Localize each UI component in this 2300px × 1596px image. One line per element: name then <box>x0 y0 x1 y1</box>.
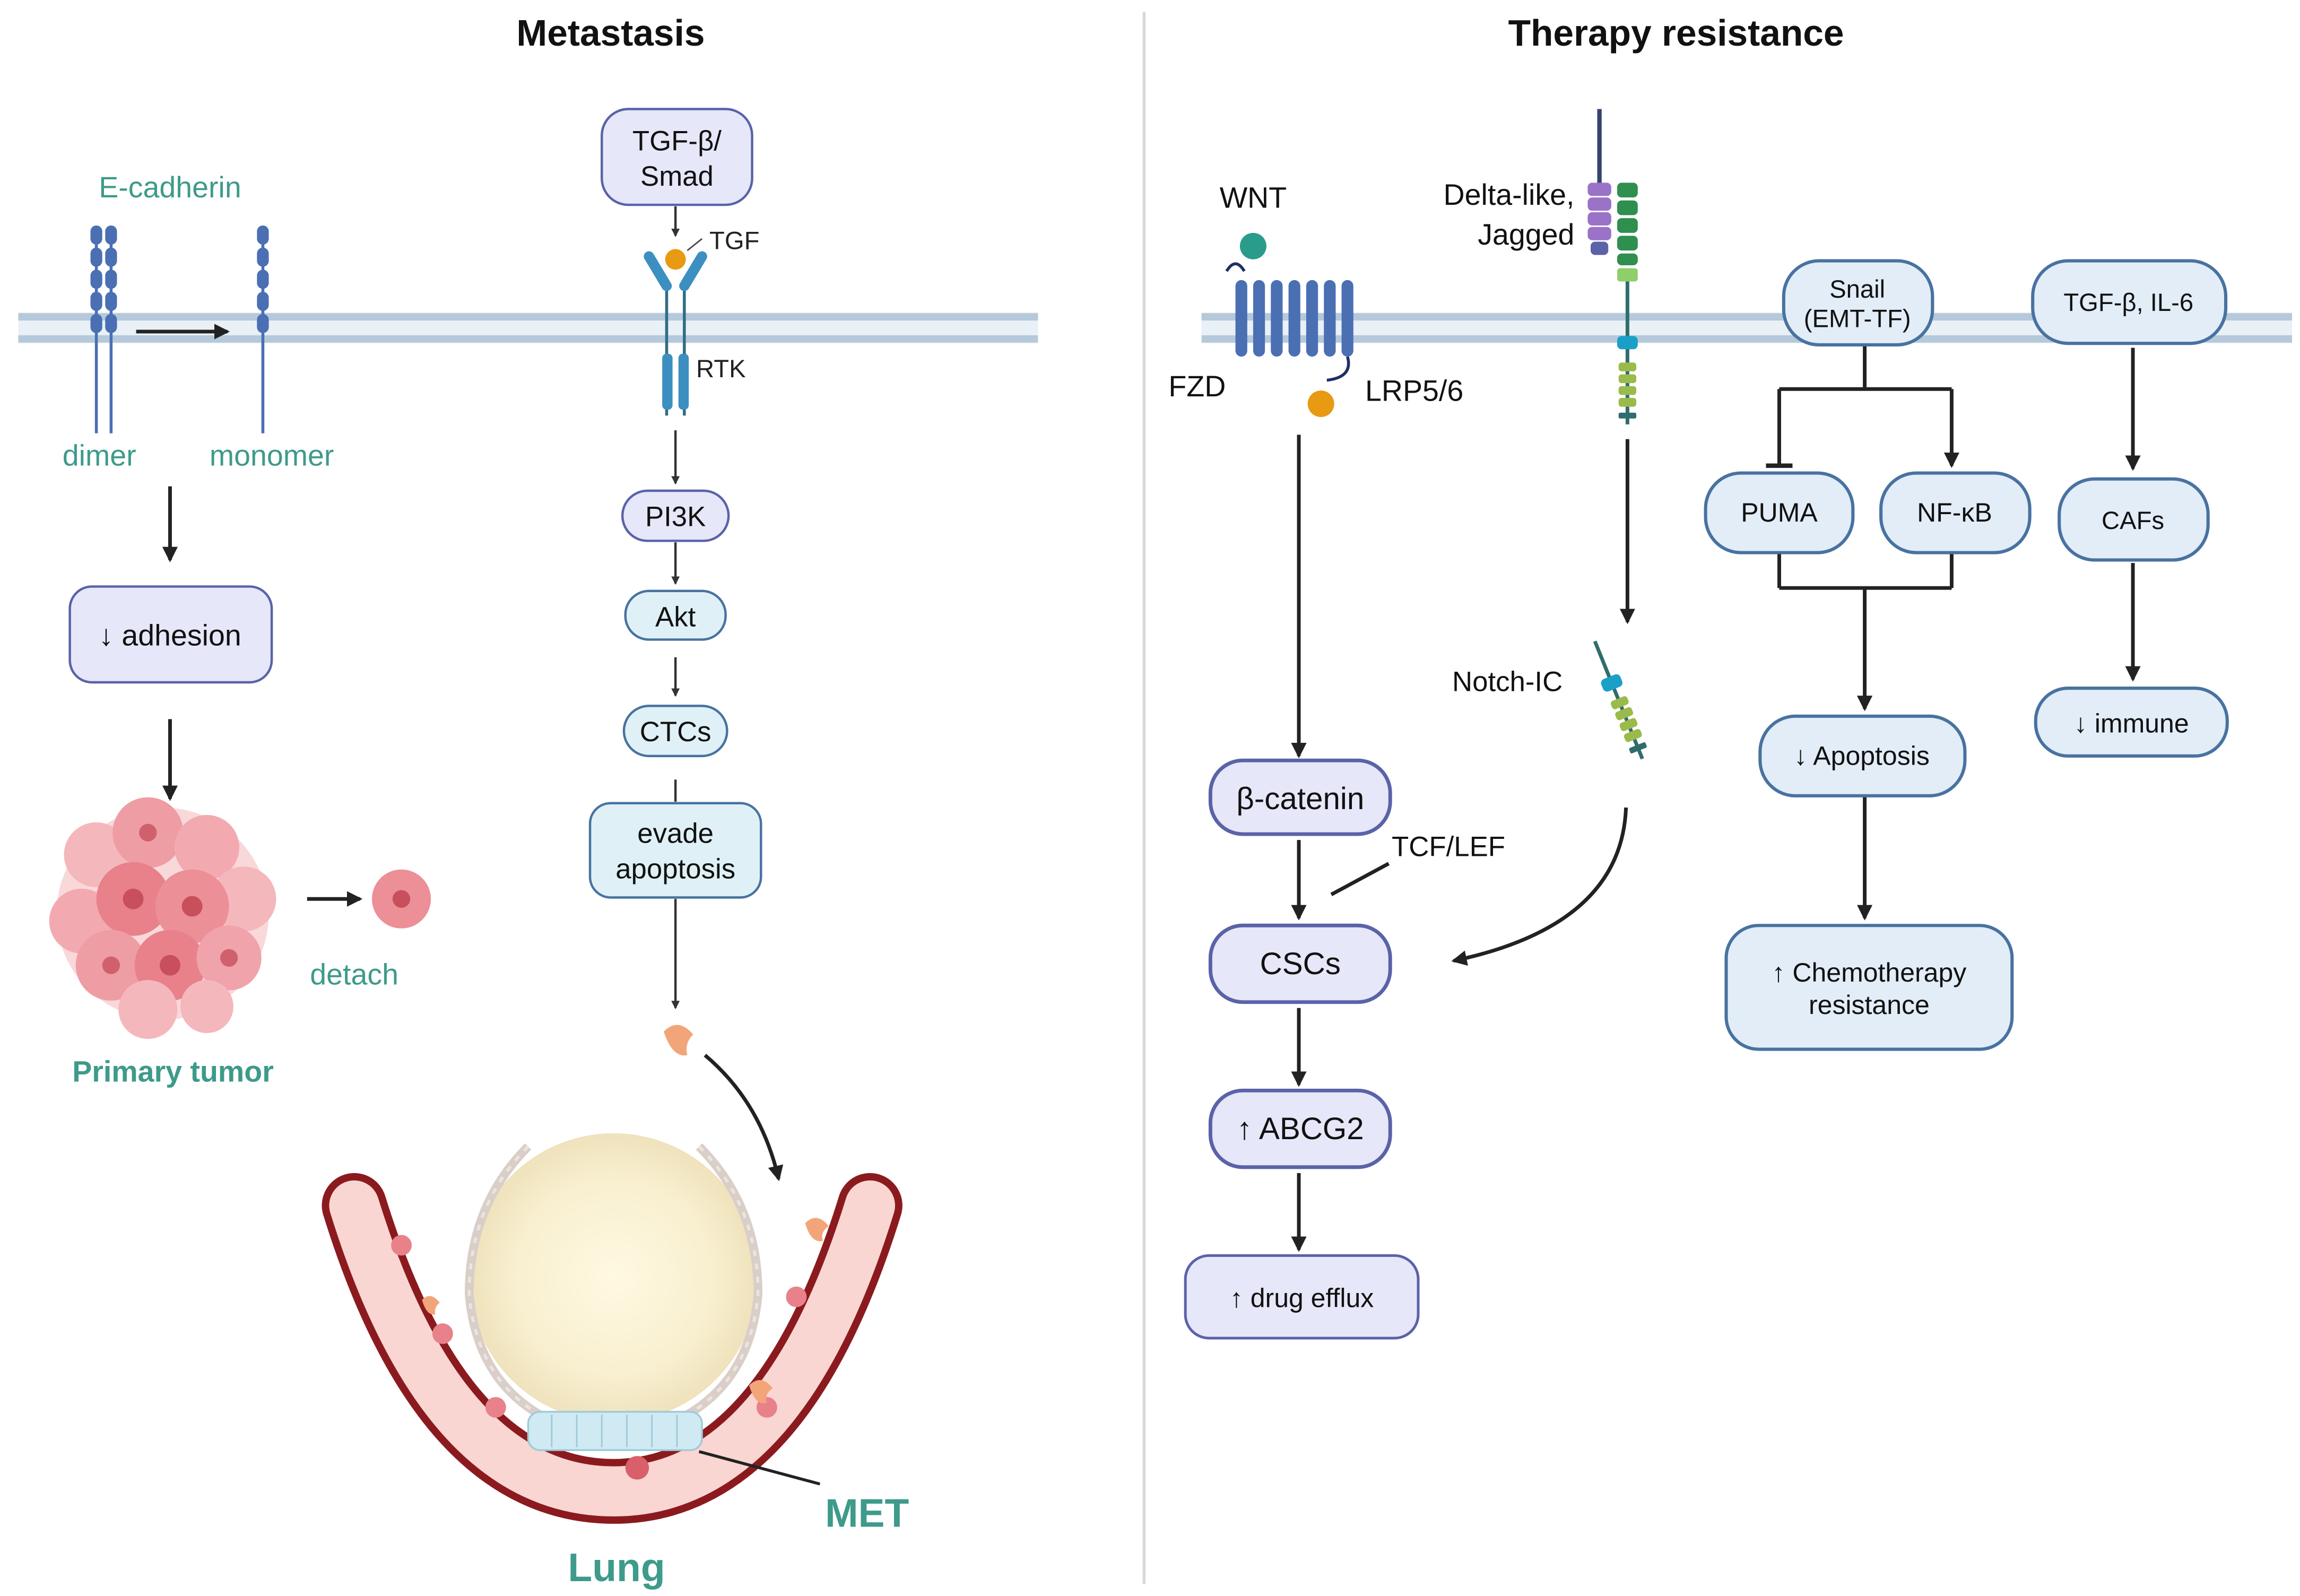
primary-tumor-label: Primary tumor <box>72 1055 274 1088</box>
blood-vessel-icon <box>322 1173 902 1524</box>
e-cadherin-monomer-icon <box>257 225 269 433</box>
delta-like-label-line1: Delta-like, <box>1444 178 1575 211</box>
dimer-label: dimer <box>63 439 136 472</box>
fzd-label: FZD <box>1168 370 1226 403</box>
panel-title-therapy-resistance: Therapy resistance <box>1508 12 1844 54</box>
drug-efflux-node: ↑ drug efflux <box>1184 1254 1420 1340</box>
tgfb-il6-node: TGF-β, IL-6 <box>2031 259 2228 345</box>
puma-label: PUMA <box>1741 498 1818 527</box>
rtk-label: RTK <box>696 355 746 383</box>
rtk-receptor-icon <box>644 251 707 416</box>
adhesion-node: ↓ adhesion <box>68 585 273 684</box>
cafs-node: CAFs <box>2058 477 2210 562</box>
pi3k-node: PI3K <box>621 489 730 542</box>
akt-node: Akt <box>624 589 727 641</box>
fzd-receptor-icon <box>1225 262 1353 382</box>
bcatenin-label: β-catenin <box>1236 782 1364 816</box>
ctcs-node: CTCs <box>622 705 728 758</box>
panel-title-metastasis: Metastasis <box>516 12 705 54</box>
primary-tumor-icon <box>49 797 276 1039</box>
arrow-nicd-to-cscs <box>1451 807 1628 966</box>
tcf-lef-label: TCF/LEF <box>1392 831 1505 863</box>
apoptosis-node: ↓ Apoptosis <box>1758 714 1967 797</box>
chemo-label-line1: ↑ Chemotherapy <box>1772 958 1967 987</box>
met-pointer <box>698 1450 821 1486</box>
notch-ic-icon <box>1593 640 1647 760</box>
tgf-ligand-pointer <box>687 238 703 251</box>
evade-label-line2: apoptosis <box>615 853 735 884</box>
nfkb-node: NF-κB <box>1879 471 2032 554</box>
tgf-smad-label-line2: Smad <box>640 161 714 192</box>
ctc-to-lung-arrow <box>704 1054 784 1182</box>
tcf-lef-pointer <box>1330 862 1390 896</box>
met-label: MET <box>825 1490 909 1535</box>
lung-alveolus-icon <box>464 1133 763 1434</box>
evade-apoptosis-node: evade apoptosis <box>588 802 762 899</box>
notch-receptor-icon <box>1617 183 1638 424</box>
e-cadherin-label: E-cadherin <box>99 171 241 204</box>
bcatenin-node: β-catenin <box>1208 758 1392 836</box>
monomer-label: monomer <box>210 439 334 472</box>
evade-label-line1: evade <box>637 818 714 849</box>
snail-label-line2: (EMT-TF) <box>1804 305 1911 333</box>
wnt-label: WNT <box>1220 181 1287 214</box>
chemo-label-line2: resistance <box>1809 990 1930 1020</box>
tgf-ligand-label: TGF <box>709 227 759 255</box>
abcg2-node: ↑ ABCG2 <box>1208 1088 1392 1169</box>
abcg2-label: ↑ ABCG2 <box>1237 1112 1364 1146</box>
chemotherapy-resistance-node: ↑ Chemotherapy resistance <box>1724 924 2014 1051</box>
tgf-smad-node: TGF-β/ Smad <box>601 108 753 206</box>
e-cadherin-dimer-icon <box>90 225 117 433</box>
snail-node: Snail (EMT-TF) <box>1782 259 1934 346</box>
puma-node: PUMA <box>1704 471 1855 554</box>
tgf-ligand-icon <box>665 249 686 270</box>
detach-label: detach <box>310 958 398 991</box>
delta-ligand-icon <box>1587 109 1611 255</box>
drug-efflux-label: ↑ drug efflux <box>1230 1283 1374 1313</box>
immune-node: ↓ immune <box>2034 687 2229 758</box>
pi3k-label: PI3K <box>645 501 706 533</box>
notch-ic-label: Notch-IC <box>1452 666 1563 698</box>
nfkb-label: NF-κB <box>1917 498 1992 527</box>
adhesion-node-label: ↓ adhesion <box>99 619 241 652</box>
ctcs-label: CTCs <box>640 716 711 748</box>
lrp-ligand-icon <box>1307 391 1334 418</box>
akt-label: Akt <box>655 601 696 632</box>
tgf-smad-label-line1: TGF-β/ <box>632 125 722 157</box>
puma-nfkb-merge-connector <box>1777 554 1954 712</box>
cscs-node: CSCs <box>1208 923 1392 1004</box>
lrp-label: LRP5/6 <box>1365 374 1463 407</box>
snail-label-line1: Snail <box>1829 275 1885 303</box>
immune-label: ↓ immune <box>2074 708 2189 738</box>
circulating-cell-icon <box>663 1025 693 1056</box>
lung-label: Lung <box>568 1545 665 1590</box>
delta-like-label-line2: Jagged <box>1478 218 1574 251</box>
cell-membrane-left <box>18 312 1038 344</box>
cafs-label: CAFs <box>2102 507 2164 535</box>
wnt-ligand-icon <box>1239 232 1266 259</box>
tgfb-il6-label: TGF-β, IL-6 <box>2063 289 2193 317</box>
apoptosis-label: ↓ Apoptosis <box>1794 741 1930 771</box>
epithelial-cells-icon <box>527 1411 703 1451</box>
cscs-label: CSCs <box>1260 947 1341 981</box>
snail-branch-connector <box>1766 346 1960 469</box>
detached-cell-icon <box>371 869 431 929</box>
